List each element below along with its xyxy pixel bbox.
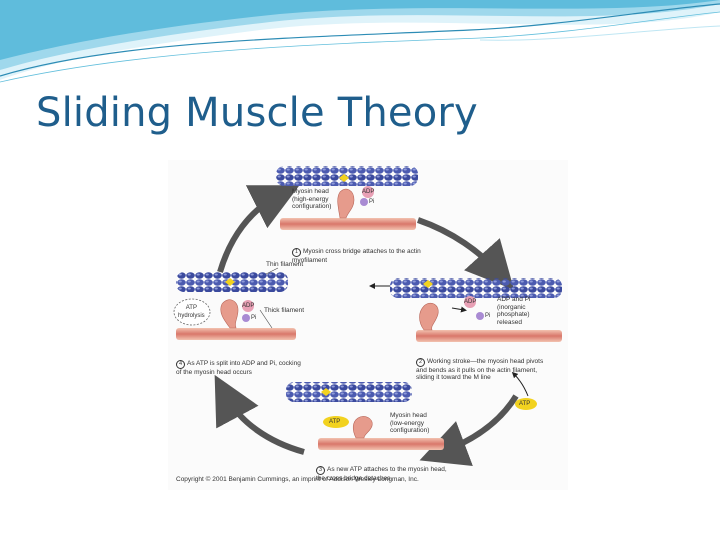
- label-thin-filament: Thin filament: [266, 261, 304, 268]
- thick-filament-1: [280, 218, 416, 230]
- figure-copyright: Copyright © 2001 Benjamin Cummings, an i…: [176, 476, 419, 483]
- pi-tag-4: Pi: [251, 315, 257, 321]
- thick-filament-2: [416, 330, 562, 342]
- thin-filament-pointer: [265, 267, 279, 275]
- atp-site-3: [321, 388, 331, 396]
- swoosh-line-2: [0, 11, 720, 83]
- step-3-filaments: [286, 382, 444, 450]
- myosin-head-4: [220, 299, 239, 329]
- slide-title: Sliding Muscle Theory: [36, 90, 478, 136]
- thick-filament-pointer: [259, 309, 273, 329]
- cycle-arrow-2-to-3: [419, 394, 519, 467]
- header-swoosh: [0, 0, 720, 83]
- swoosh-dark-band: [0, 0, 720, 60]
- thick-filament-4: [176, 328, 296, 340]
- pi-tag-2: Pi: [485, 313, 491, 319]
- atp-site-1: [339, 174, 349, 182]
- pi-molecule-4: [242, 314, 250, 322]
- step-text-3: As new ATP attaches to the myosin head, …: [316, 465, 447, 482]
- atp-molecule-bound: [323, 416, 349, 428]
- adp-molecule-1: [362, 186, 374, 198]
- swoosh-line-1: [0, 3, 720, 77]
- label-thick-filament: Thick filament: [264, 307, 305, 314]
- adp-tag-1: ADP: [362, 189, 375, 195]
- step-1-filaments: [276, 166, 418, 230]
- step-number-2: 2: [416, 357, 425, 367]
- cycle-arrow-3-to-4: [214, 374, 305, 455]
- atp-hydrolysis-bubble: [173, 298, 211, 326]
- step-number-1: 1: [292, 247, 301, 257]
- thin-filament-1: [276, 166, 418, 186]
- step-number-4: 4: [176, 359, 185, 369]
- thin-filament-2: [390, 278, 562, 298]
- step-4-filaments: [173, 267, 296, 340]
- atp-molecule-free: [515, 398, 537, 410]
- label-adp-pi-released: ADP and Pi (inorganic phosphate) release…: [497, 296, 531, 326]
- atp-site-4: [225, 278, 235, 286]
- thin-filament-3: [286, 382, 412, 402]
- myosin-head-2: [419, 302, 439, 331]
- cycle-arrow-4-to-1: [217, 185, 300, 273]
- adp-tag-4: ADP: [242, 303, 255, 309]
- cycle-arrow-1-to-2: [417, 217, 515, 290]
- pi-molecule-1: [360, 198, 368, 206]
- adp-molecule-2: [464, 296, 476, 308]
- step-text-1: Myosin cross bridge attaches to the acti…: [292, 247, 421, 264]
- pi-tag-1: Pi: [369, 199, 375, 205]
- label-myosin-head-low: Myosin head (low-energy configuration): [390, 412, 430, 434]
- label-myosin-head-high: Myosin head (high-energy configuration): [292, 188, 332, 210]
- release-arrow: [451, 306, 467, 313]
- step-number-3: 3: [316, 465, 325, 475]
- pi-molecule-2: [476, 312, 484, 320]
- label-atp-hydrolysis: ATP hydrolysis: [178, 305, 205, 319]
- step-text-4: As ATP is split into ADP and Pi, cocking…: [176, 359, 301, 376]
- cycle-diagram: [173, 166, 562, 467]
- adp-molecule-4: [242, 300, 254, 312]
- thick-filament-3: [318, 438, 444, 450]
- atp-tag-free: ATP: [519, 401, 531, 407]
- step-text-2: Working stroke—the myosin head pivots an…: [416, 357, 544, 382]
- swoosh-line-3: [479, 25, 720, 41]
- step-2-filaments: [369, 278, 562, 342]
- atp-entry-arrow: [511, 371, 529, 397]
- atp-tag-bound: ATP: [329, 419, 341, 425]
- cross-bridge-cycle-figure: ADP Pi ADP Pi ADP Pi ATP ATP Myosin head…: [168, 160, 568, 490]
- adp-tag-2: ADP: [464, 299, 477, 305]
- atp-site-2: [423, 280, 433, 288]
- myosin-head-1: [337, 188, 355, 219]
- myosin-head-3: [352, 416, 373, 439]
